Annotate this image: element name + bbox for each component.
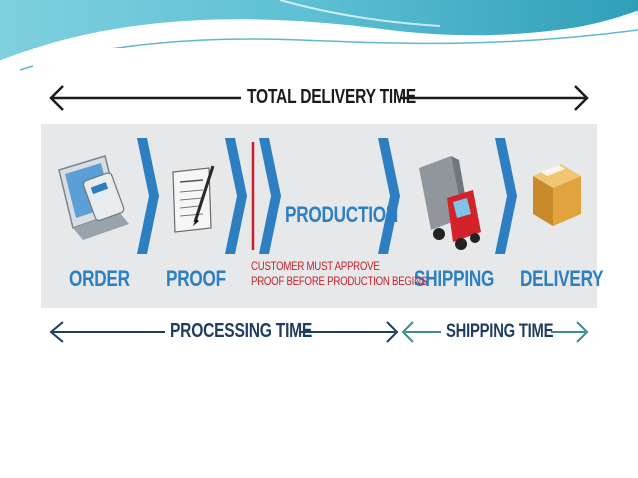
chevron-icon bbox=[259, 138, 281, 254]
total-delivery-time-label: TOTAL DELIVERY TIME bbox=[247, 86, 416, 108]
truck-icon bbox=[419, 156, 481, 250]
step-label-delivery: DELIVERY bbox=[520, 266, 604, 291]
total-delivery-time-arrow bbox=[49, 85, 589, 111]
order-icon bbox=[58, 155, 129, 240]
step-label-proof: PROOF bbox=[166, 266, 226, 291]
diagram-graphics bbox=[41, 85, 597, 343]
step-label-shipping: SHIPPING bbox=[414, 266, 495, 291]
package-icon bbox=[533, 164, 581, 226]
proof-icon bbox=[172, 165, 215, 233]
delivery-timeline-figure: TOTAL DELIVERY TIME ORDER PROOF PRODUCTI… bbox=[33, 48, 605, 380]
chevron-icon bbox=[495, 138, 517, 254]
processing-time-label: PROCESSING TIME bbox=[170, 320, 313, 342]
chevron-icon bbox=[378, 138, 400, 254]
step-label-order: ORDER bbox=[69, 266, 130, 291]
approval-note-line-1: CUSTOMER MUST APPROVE bbox=[251, 261, 380, 273]
chevron-icon bbox=[137, 138, 159, 254]
processing-time-arrow bbox=[49, 321, 399, 343]
step-label-production: PRODUCTION bbox=[285, 202, 399, 227]
approval-note-line-2: PROOF BEFORE PRODUCTION BEGINS bbox=[251, 276, 428, 288]
shipping-time-label: SHIPPING TIME bbox=[446, 321, 554, 342]
shipping-time-arrow bbox=[401, 321, 589, 343]
chevron-icon bbox=[225, 138, 247, 254]
step-chevrons bbox=[137, 138, 517, 254]
